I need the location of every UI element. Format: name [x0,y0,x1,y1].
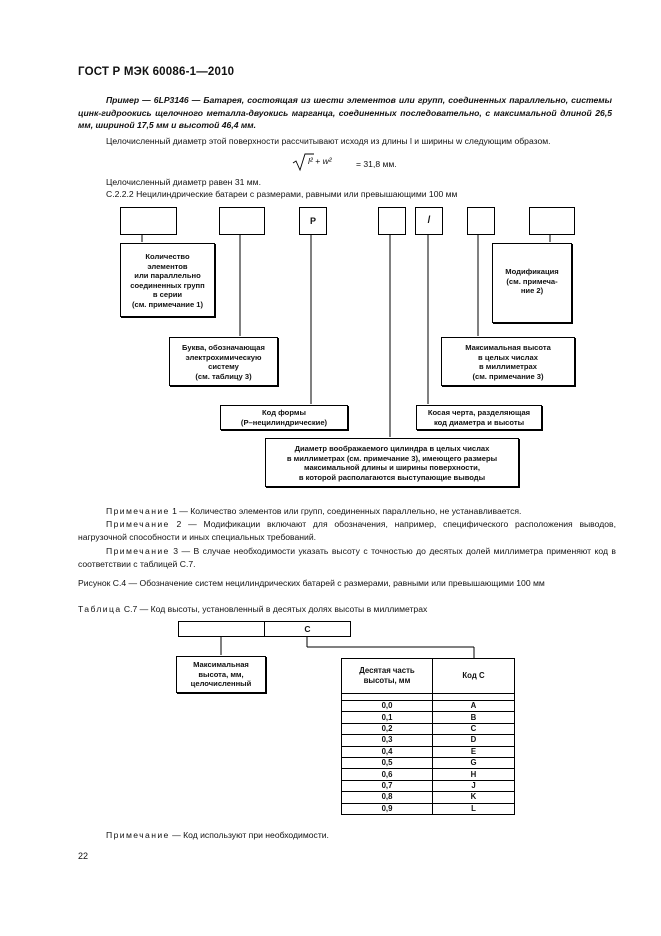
final-note: Примечание — Код используют при необходи… [106,830,329,840]
note-3: Примечание 3 — В случае необходимости ук… [78,546,616,569]
formula-intro: Целочисленный диаметр этой поверхности р… [106,136,551,146]
slash-box: / [415,207,443,235]
label-modification: Модификация(см. примеча- ние 2) [492,243,572,323]
formula: l² + w² = 31,8 мм. [292,152,432,172]
max-height-code-box [178,621,266,637]
page-number: 22 [78,851,89,861]
diagram-connectors [141,234,551,437]
diameter-code-box [378,207,406,235]
shape-code-box: P [299,207,327,235]
formula-expression: l² + w² [308,156,332,166]
system-letter-box [219,207,265,235]
note-2: Примечание 2 — Модификации включают для … [78,519,616,542]
code-diagram-connectors [220,636,475,658]
section-heading: С.2.2.2 Нецилиндрические батареи с разме… [106,189,458,199]
code-c-box: C [264,621,351,637]
count-code-box [120,207,177,235]
modification-box [529,207,575,235]
document-header: ГОСТ Р МЭК 60086-1—2010 [78,66,235,78]
height-code-box [467,207,495,235]
formula-result: = 31,8 мм. [356,159,397,169]
label-diameter: Диаметр воображаемого цилиндра в целых ч… [265,438,519,488]
table-caption: Таблица С.7 — Код высоты, установленный … [78,604,428,614]
figure-caption: Рисунок С.4 — Обозначение систем нецилин… [78,578,545,588]
note-1: Примечание 1 — Количество элементов или … [106,506,522,516]
table-spacer-row [341,693,515,701]
label-shape-code: Код формы(P–нецилиндрические) [220,405,348,431]
diameter-line: Целочисленный диаметр равен 31 мм. [106,177,261,187]
table-header-row: Десятая часть высоты, мм Код С [341,658,515,694]
header-tenth-height: Десятая часть высоты, мм [341,658,433,694]
example-paragraph: Пример — 6LP3146 — Батарея, состоящая из… [78,95,612,131]
sqrt-sign [292,153,314,172]
header-code-c: Код С [432,658,515,694]
